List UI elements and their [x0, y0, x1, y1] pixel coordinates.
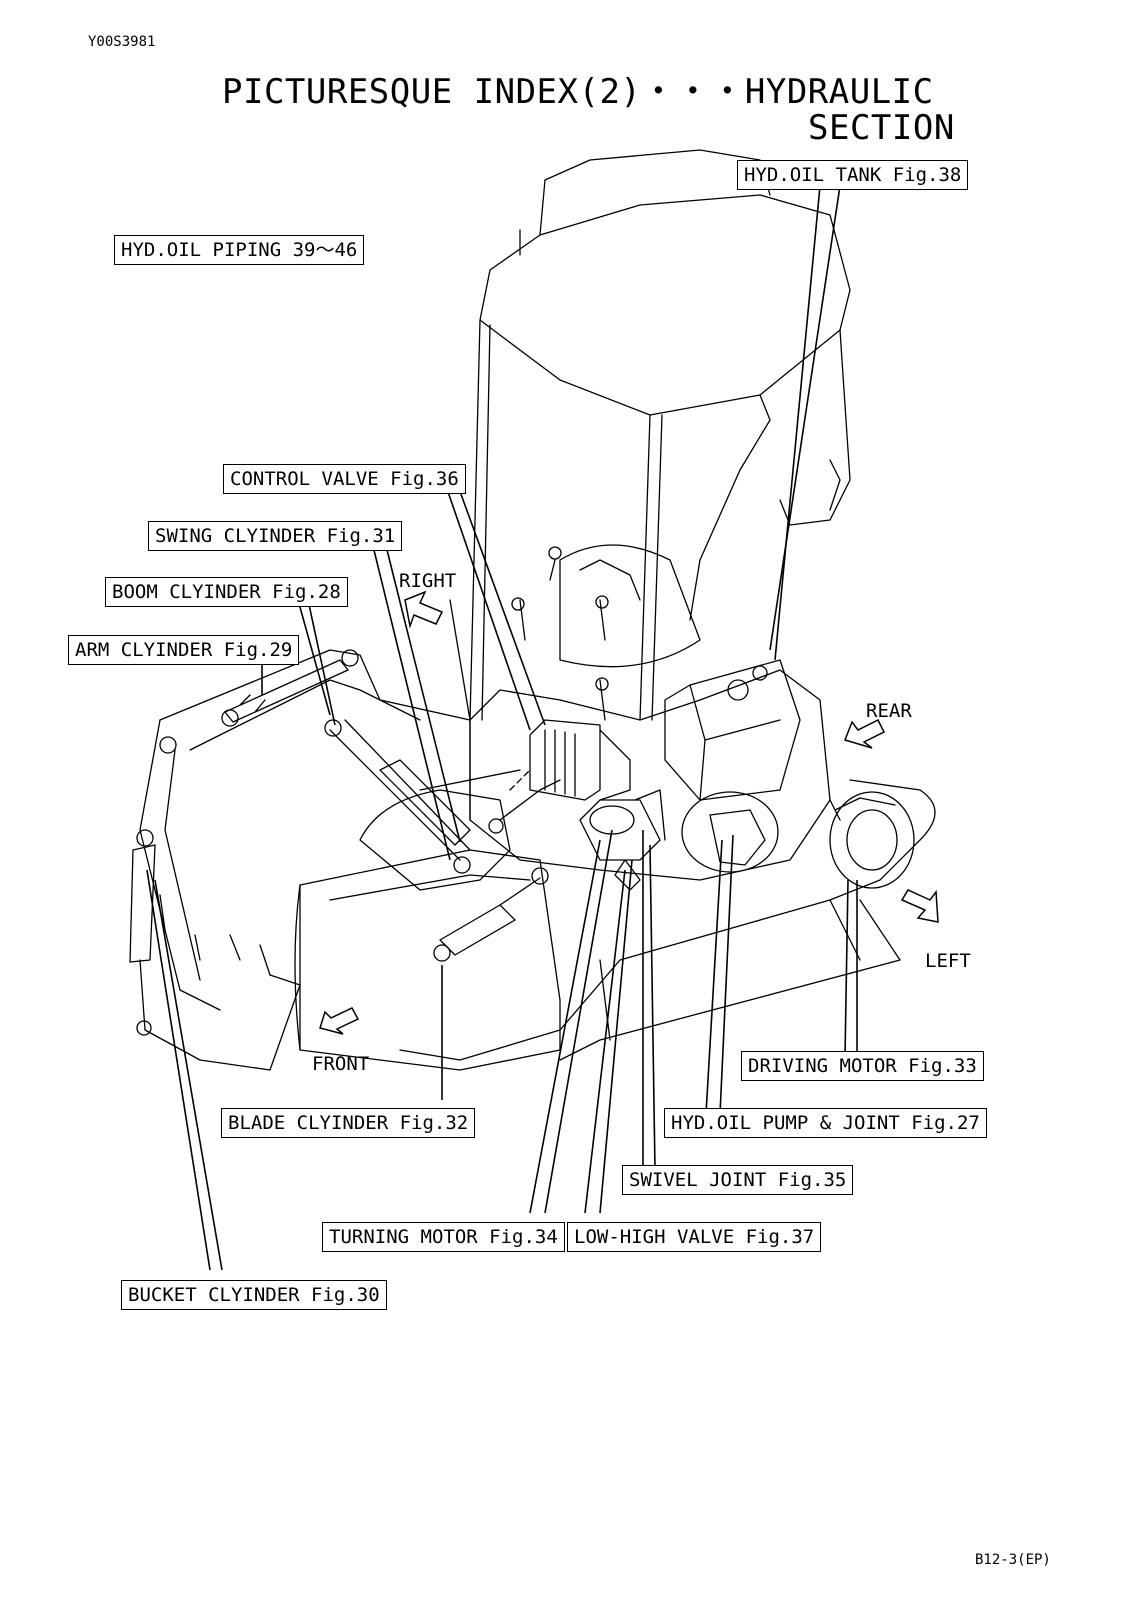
leader-boom-cylinder — [307, 599, 336, 726]
leader-hyd-oil-pump — [705, 839, 723, 1115]
rear-arrow-icon — [844, 718, 886, 749]
direction-left: LEFT — [925, 950, 971, 972]
direction-front: FRONT — [312, 1053, 370, 1075]
label-hyd-oil-piping[interactable]: HYD.OIL PIPING 39～46 — [114, 235, 365, 265]
label-hyd-oil-tank[interactable]: HYD.OIL TANK Fig.38 — [737, 160, 969, 190]
label-turning-motor[interactable]: TURNING MOTOR Fig.34 — [322, 1222, 565, 1252]
direction-right: RIGHT — [399, 570, 457, 592]
front-arrow-icon — [319, 1007, 360, 1035]
label-hyd-oil-pump-joint[interactable]: HYD.OIL PUMP & JOINT Fig.27 — [664, 1108, 987, 1138]
leader-swing-cylinder — [384, 541, 461, 843]
leader-lines — [146, 185, 858, 1271]
label-low-high-valve[interactable]: LOW-HIGH VALVE Fig.37 — [567, 1222, 822, 1252]
label-arm-cylinder[interactable]: ARM CLYINDER Fig.29 — [68, 635, 300, 665]
leader-control-valve — [445, 485, 531, 731]
label-blade-cylinder[interactable]: BLADE CLYINDER Fig.32 — [221, 1108, 476, 1138]
label-swivel-joint[interactable]: SWIVEL JOINT Fig.35 — [622, 1165, 854, 1195]
leader-hyd-oil-tank — [774, 185, 821, 661]
label-boom-cylinder[interactable]: BOOM CLYINDER Fig.28 — [105, 577, 348, 607]
direction-arrows — [319, 590, 939, 1035]
direction-rear: REAR — [866, 700, 912, 722]
label-bucket-cylinder[interactable]: BUCKET CLYINDER Fig.30 — [121, 1280, 387, 1310]
excavator-outline — [129, 149, 936, 1071]
leader-turning-motor — [529, 839, 601, 1214]
page-title: PICTURESQUE INDEX(2)・・・HYDRAULIC — [222, 72, 934, 112]
label-control-valve[interactable]: CONTROL VALVE Fig.36 — [223, 464, 466, 494]
page-code: B12-3(EP) — [975, 1552, 1051, 1568]
left-arrow-icon — [900, 889, 939, 923]
leader-low-high-valve — [584, 869, 626, 1214]
label-swing-cylinder[interactable]: SWING CLYINDER Fig.31 — [148, 521, 403, 551]
leader-bucket-cylinder — [146, 869, 211, 1271]
label-driving-motor[interactable]: DRIVING MOTOR Fig.33 — [741, 1051, 984, 1081]
page-title-line2: SECTION — [808, 108, 955, 148]
right-arrow-icon — [404, 590, 444, 629]
document-code: Y00S3981 — [88, 34, 156, 50]
